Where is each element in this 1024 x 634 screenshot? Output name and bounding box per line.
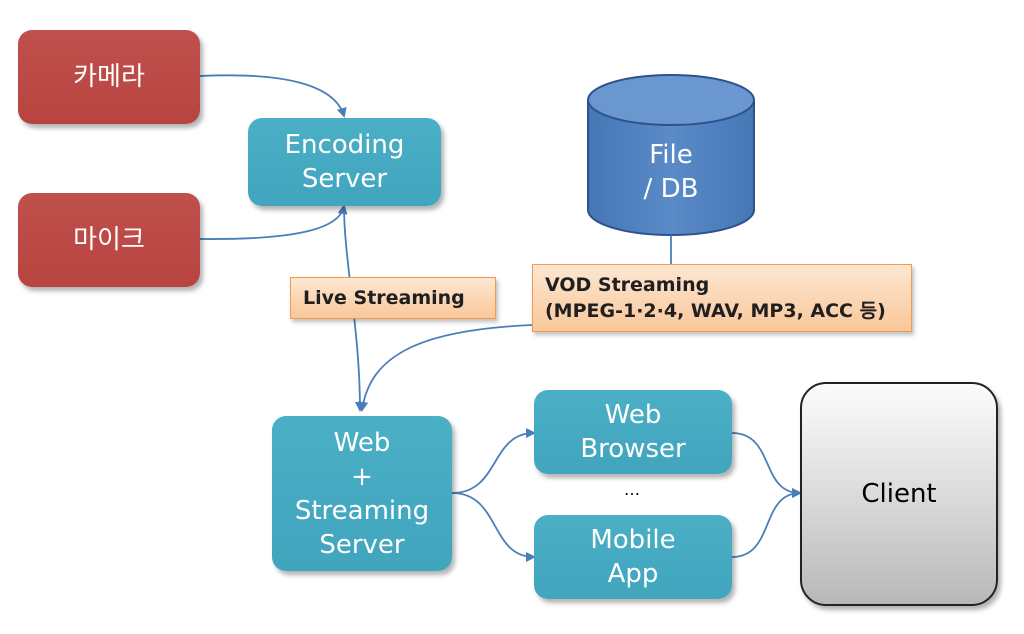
web-browser-line2: Browser — [580, 434, 686, 464]
client-node: Client — [800, 382, 998, 606]
mobile-app-line2: App — [607, 559, 659, 589]
file-db-line2: / DB — [643, 174, 699, 204]
encoding-server-line2: Server — [301, 164, 388, 194]
arrow-camera-to-encoding — [199, 74, 347, 118]
vod-streaming-label: VOD Streaming (MPEG-1·2·4, WAV, MP3, ACC… — [532, 264, 912, 332]
arrow-server-to-mobile — [451, 492, 536, 562]
client-label: Client — [861, 479, 937, 509]
file-db-label: File / DB — [588, 138, 754, 206]
arrow-mobile-to-client — [731, 488, 802, 558]
camera-label: 카메라 — [73, 62, 145, 92]
vod-streaming-title: VOD Streaming — [545, 274, 710, 296]
web-browser-line1: Web — [604, 400, 662, 430]
arrow-mic-to-encoding — [199, 204, 348, 240]
vod-streaming-formats: (MPEG-1·2·4, WAV, MP3, ACC 등) — [545, 300, 886, 322]
arrow-server-to-browser — [451, 428, 536, 494]
live-streaming-text: Live Streaming — [303, 287, 465, 309]
web-streaming-line2: + — [351, 461, 373, 492]
encoding-server-node: Encoding Server — [248, 118, 441, 206]
arrow-vod-to-webserver — [358, 324, 533, 412]
camera-node: 카메라 — [18, 30, 200, 124]
file-db-line1: File — [649, 140, 693, 170]
encoding-server-line1: Encoding — [284, 130, 405, 160]
arrow-browser-to-client — [731, 432, 802, 498]
mic-label: 마이크 — [73, 225, 145, 255]
mobile-app-line1: Mobile — [590, 525, 676, 555]
web-streaming-line1: Web — [333, 427, 391, 458]
ellipsis-text: … — [624, 480, 640, 499]
live-streaming-label: Live Streaming — [290, 277, 496, 319]
web-browser-node: Web Browser — [534, 390, 732, 474]
mic-node: 마이크 — [18, 193, 200, 287]
mobile-app-node: Mobile App — [534, 515, 732, 599]
web-streaming-line4: Server — [319, 529, 405, 560]
web-streaming-line3: Streaming — [294, 495, 430, 526]
web-streaming-server-node: Web + Streaming Server — [272, 416, 452, 571]
file-db-cylinder — [587, 74, 755, 236]
